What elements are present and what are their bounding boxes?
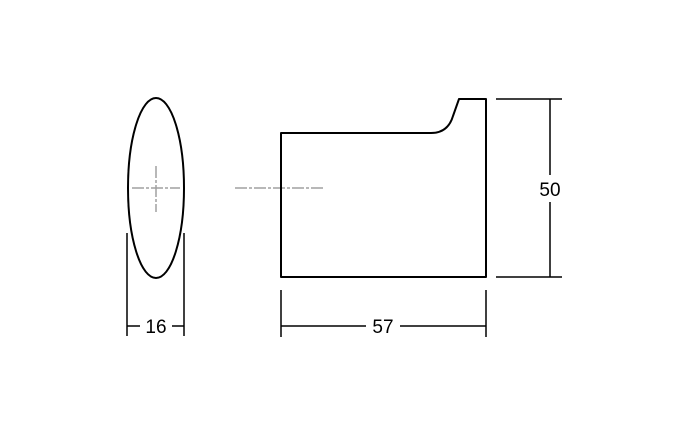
dimension-width-side: 16 — [126, 233, 185, 338]
side-view — [127, 97, 185, 279]
side-view-ellipse — [127, 97, 185, 279]
front-view-hook-profile — [280, 98, 487, 278]
dimension-label-50: 50 — [539, 180, 560, 201]
dimension-height-front: 50 — [496, 98, 562, 278]
dimension-label-57: 57 — [372, 317, 393, 338]
side-view-centerlines — [132, 166, 180, 212]
dimension-label-16: 16 — [145, 317, 166, 338]
dimension-width-front: 57 — [280, 290, 487, 338]
